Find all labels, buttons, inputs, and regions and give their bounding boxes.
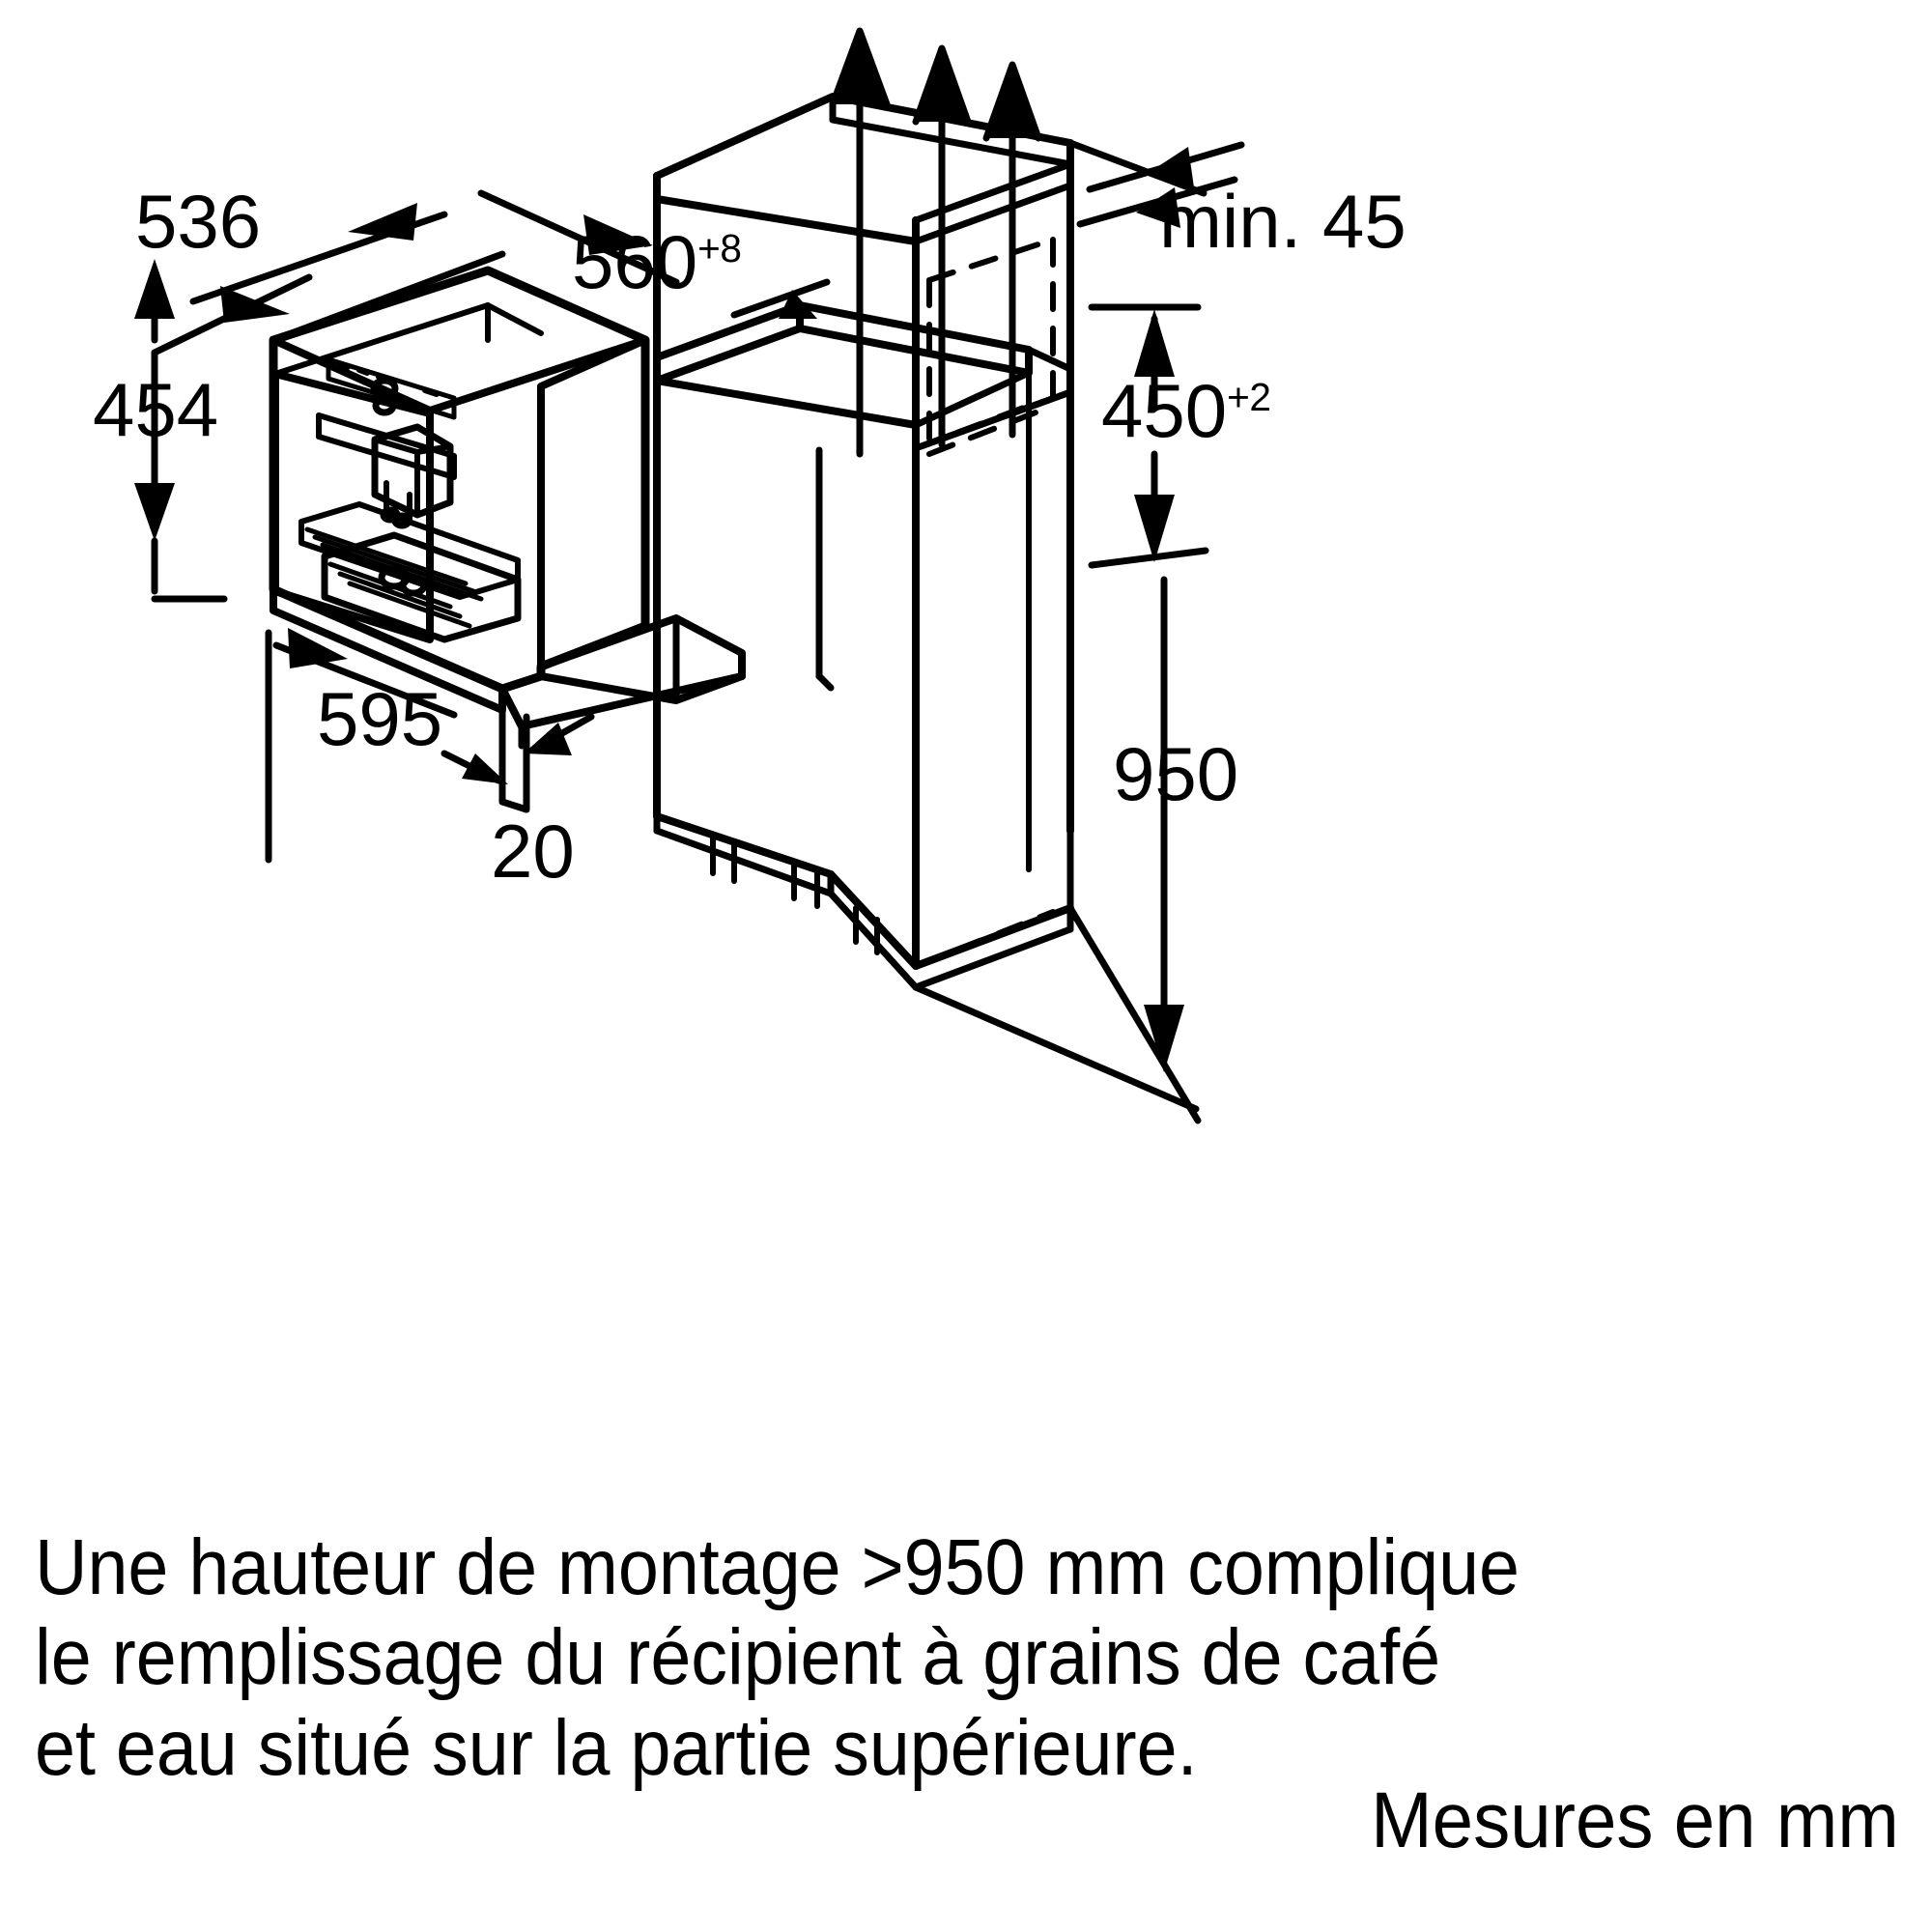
dimension-label-595: 595 xyxy=(317,676,443,761)
dimension-value-450: 450 xyxy=(1101,368,1228,453)
dimension-label-454: 454 xyxy=(93,367,219,452)
dimension-label-450: 450+2 xyxy=(1101,373,1271,448)
dimension-label-20: 20 xyxy=(491,809,575,894)
dimension-label-min45: min. 45 xyxy=(1159,179,1406,264)
installation-note-caption: Une hauteur de montage >950 mm complique… xyxy=(35,1523,1520,1792)
dimension-label-560: 560+8 xyxy=(572,224,742,299)
dimension-label-950: 950 xyxy=(1113,731,1239,816)
dimension-value-560: 560 xyxy=(572,219,698,304)
dimension-label-536: 536 xyxy=(135,179,262,264)
dimension-lines xyxy=(134,139,1245,1124)
units-note: Mesures en mm xyxy=(1371,1776,1899,1864)
dimension-tolerance-560: +8 xyxy=(697,226,742,270)
dimension-tolerance-450: +2 xyxy=(1227,375,1271,419)
airflow-arrows xyxy=(829,27,1042,458)
cabinet-niche-illustration xyxy=(653,93,1074,991)
